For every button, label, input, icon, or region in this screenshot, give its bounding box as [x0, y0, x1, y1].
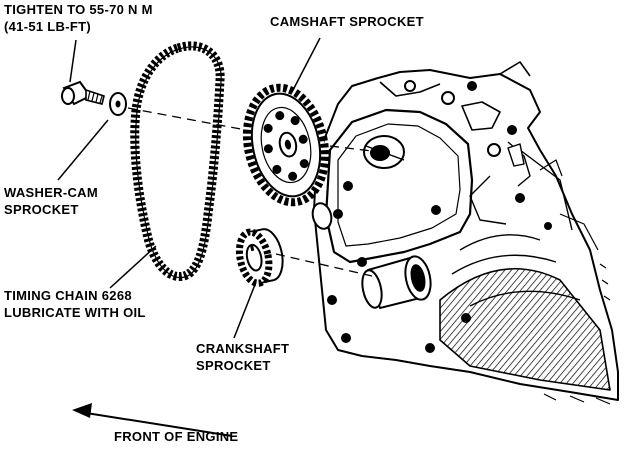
washer-label-line-1: WASHER-CAM — [4, 185, 98, 200]
washer-label-line-2: SPROCKET — [4, 202, 79, 217]
timing-chain — [130, 41, 225, 282]
camshaft-sprocket — [242, 83, 330, 207]
washer-cam-sprocket — [109, 92, 127, 116]
front-direction-arrow — [72, 403, 233, 437]
timing-chain-label: TIMING CHAIN 6268 LUBRICATE WITH OIL — [4, 287, 146, 321]
engine-block — [311, 61, 619, 405]
front-of-engine-label: FRONT OF ENGINE — [114, 429, 239, 444]
sprocket-bolt — [61, 80, 105, 106]
torque-spec-line-2: (41-51 LB-FT) — [4, 19, 91, 34]
camshaft-sprocket-label: CAMSHAFT SPROCKET — [270, 14, 424, 29]
leader-lines — [57, 37, 321, 339]
torque-spec-label: TIGHTEN TO 55-70 N m (41-51 LB-FT) — [4, 1, 153, 35]
torque-spec-line-1: TIGHTEN TO 55-70 N m — [4, 2, 153, 17]
crankshaft-label-line-2: SPROCKET — [196, 358, 271, 373]
crankshaft-sprocket — [235, 228, 284, 287]
timing-chain-label-line-1: TIMING CHAIN 6268 — [4, 288, 132, 303]
crankshaft-label-line-1: CRANKSHAFT — [196, 341, 290, 356]
crankshaft-sprocket-label: CRANKSHAFT SPROCKET — [196, 340, 289, 374]
alignment-lines — [127, 107, 381, 277]
timing-chain-label-line-2: LUBRICATE WITH OIL — [4, 305, 146, 320]
washer-label: WASHER-CAM SPROCKET — [4, 184, 98, 218]
